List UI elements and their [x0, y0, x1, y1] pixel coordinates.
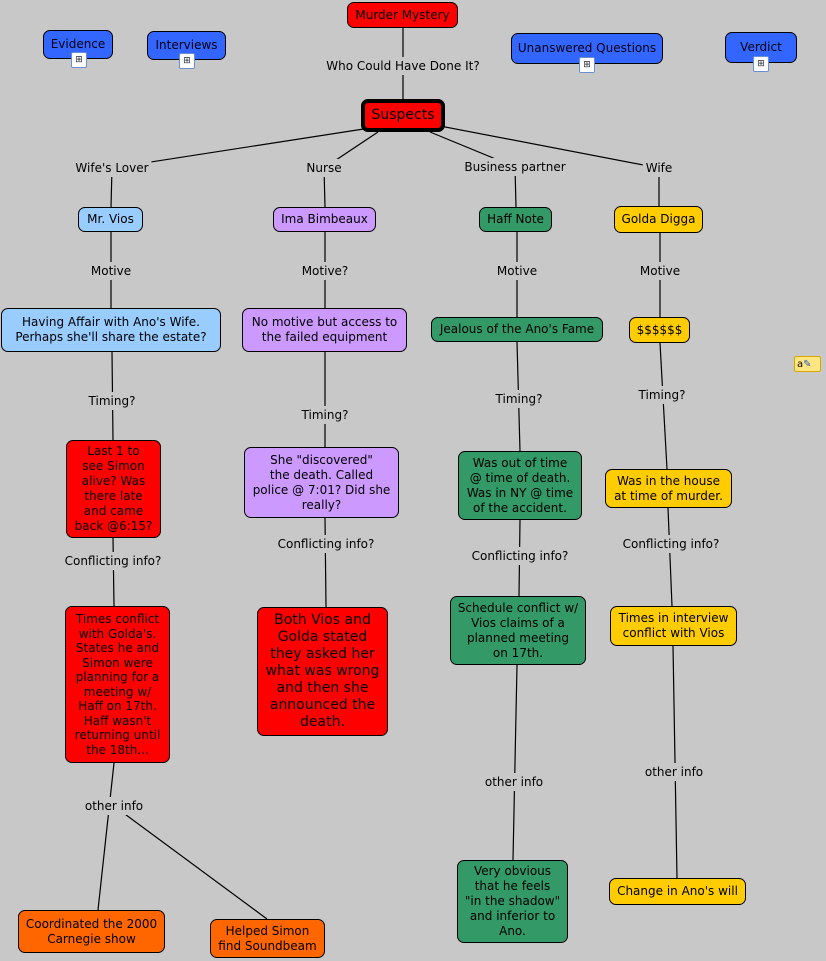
submap-icon[interactable]: ⊞	[579, 57, 595, 73]
connector-line	[112, 537, 115, 607]
link-label: Who Could Have Done It?	[323, 57, 483, 75]
link-label: Timing?	[85, 392, 139, 410]
link-label: Motive	[87, 262, 135, 280]
node-other-info[interactable]: Helped Simon find Soundbeam	[210, 919, 325, 958]
node-ima-bimbeaux[interactable]: Ima Bimbeaux	[273, 207, 376, 232]
link-label: Motive	[493, 262, 541, 280]
link-label: Wife	[642, 159, 676, 177]
link-label: other info	[81, 797, 147, 815]
connector-line	[672, 645, 678, 879]
link-label: Wife's Lover	[72, 159, 152, 177]
connector-line	[659, 342, 668, 470]
node-motive[interactable]: No motive but access to the failed equip…	[242, 308, 407, 352]
connector-line	[113, 805, 268, 920]
node-suspects[interactable]: Suspects	[361, 99, 445, 132]
submap-icon[interactable]: ⊞	[179, 53, 195, 69]
node-murder-mystery[interactable]: Murder Mystery	[347, 2, 458, 28]
link-label: Conflicting info?	[61, 552, 165, 570]
link-label: other info	[641, 763, 707, 781]
node-timing[interactable]: She "discovered" the death. Called polic…	[244, 447, 399, 518]
node-timing[interactable]: Was out of time @ time of death. Was in …	[458, 451, 582, 520]
link-label: Timing?	[635, 386, 689, 404]
node-motive[interactable]: Jealous of the Ano's Fame	[431, 317, 603, 342]
node-conflict[interactable]: Times in interview conflict with Vios	[610, 606, 737, 646]
link-label: Conflicting info?	[619, 535, 723, 553]
node-other-info[interactable]: Very obvious that he feels "in the shado…	[457, 860, 568, 943]
link-label: Timing?	[298, 406, 352, 424]
connector-line	[512, 664, 518, 861]
link-label: other info	[481, 773, 547, 791]
link-label: Business partner	[461, 158, 569, 176]
submap-icon[interactable]: ⊞	[753, 56, 769, 72]
node-golda-digga[interactable]: Golda Digga	[614, 206, 703, 233]
note-icon[interactable]: a✎	[794, 356, 821, 372]
connector-line	[667, 507, 673, 607]
connector-line	[439, 125, 660, 169]
node-motive[interactable]: Having Affair with Ano's Wife. Perhaps s…	[1, 308, 221, 352]
link-label: Conflicting info?	[468, 547, 572, 565]
node-haff-note[interactable]: Haff Note	[479, 207, 552, 232]
node-timing[interactable]: Last 1 to see Simon alive? Was there lat…	[66, 440, 161, 538]
link-label: Timing?	[492, 390, 546, 408]
node-other-info[interactable]: Coordinated the 2000 Carnegie show	[18, 910, 165, 953]
link-label: Nurse	[303, 159, 345, 177]
node-conflict[interactable]: Schedule conflict w/ Vios claims of a pl…	[450, 596, 586, 665]
node-conflict[interactable]: Both Vios and Golda stated they asked he…	[257, 607, 388, 736]
link-label: Motive?	[298, 262, 352, 280]
connector-line	[97, 762, 115, 911]
node-mr-vios[interactable]: Mr. Vios	[78, 207, 143, 232]
node-other-info[interactable]: Change in Ano's will	[609, 878, 746, 905]
connector-line	[324, 517, 327, 608]
node-conflict[interactable]: Times conflict with Golda's. States he a…	[65, 606, 170, 763]
link-label: Motive	[636, 262, 684, 280]
node-timing[interactable]: Was in the house at time of murder.	[605, 469, 732, 508]
link-label: Conflicting info?	[274, 535, 378, 553]
submap-icon[interactable]: ⊞	[71, 52, 87, 68]
connector-line	[111, 127, 371, 169]
node-motive[interactable]: $$$$$$	[629, 317, 690, 343]
